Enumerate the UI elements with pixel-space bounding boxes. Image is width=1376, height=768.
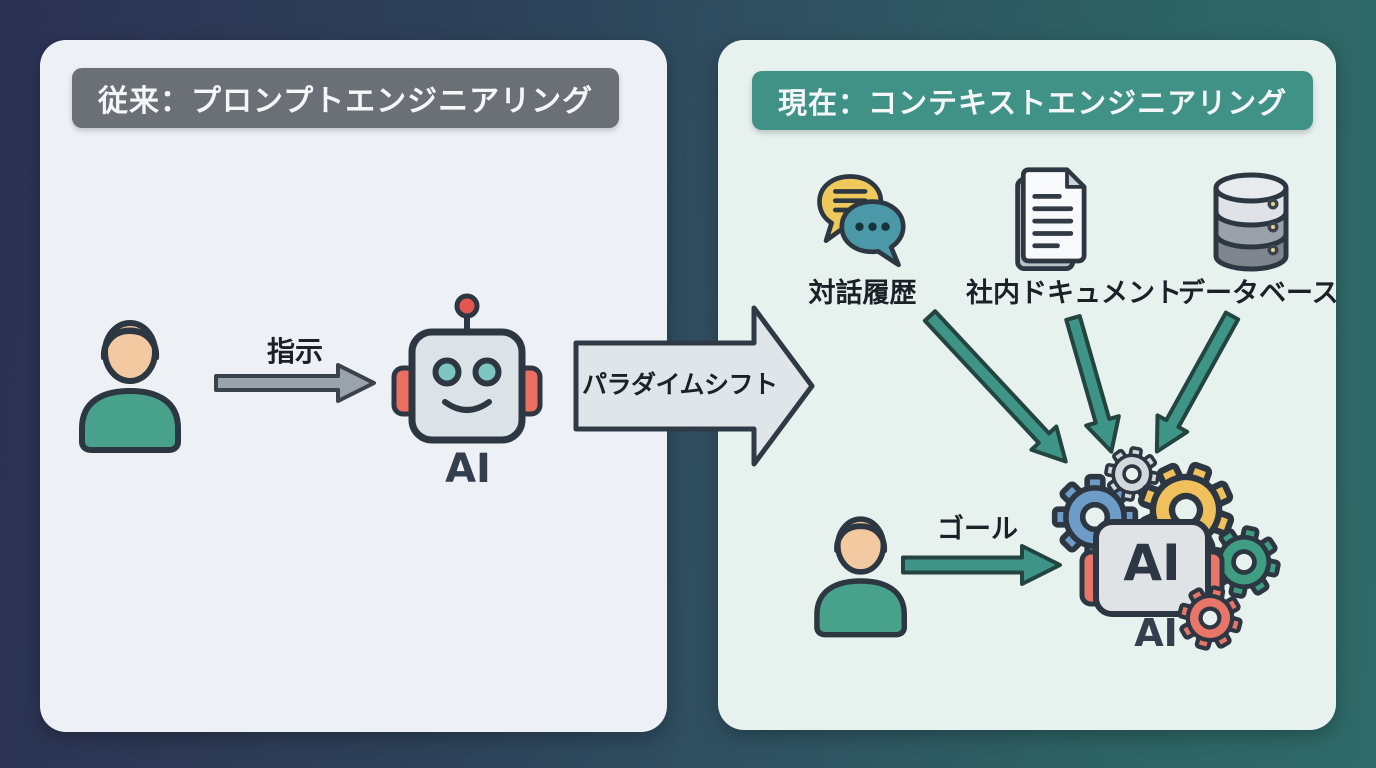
source-label-database: データベース: [1178, 278, 1339, 309]
right-panel-title: 現在：コンテキストエンジニアリング: [752, 71, 1314, 130]
source-label-internal-documents: 社内ドキュメント: [966, 278, 1182, 309]
context-arrow-documents: [1064, 314, 1121, 454]
ai-label-right: AI: [1134, 611, 1178, 655]
goal-arrow-label: ゴール: [937, 514, 1018, 545]
instruction-arrow-label: 指示: [266, 335, 323, 368]
context-arrow-database: [1154, 310, 1241, 454]
left-panel-title: 従来：プロンプトエンジニアリング: [72, 68, 620, 128]
instruction-arrow: [214, 363, 376, 403]
ai-box: [1079, 519, 1225, 617]
database-icon: [1213, 172, 1289, 272]
user-icon-right: [817, 519, 904, 635]
documents-icon: [1015, 167, 1087, 271]
user-icon-left: [82, 323, 178, 450]
ai-box-text: AI: [1123, 534, 1181, 592]
ai-gears-cluster: [1055, 442, 1285, 656]
robot-icon: [391, 293, 543, 444]
paradigm-shift-label: パラダイムシフト: [582, 370, 778, 399]
ai-label-left: AI: [445, 446, 491, 492]
goal-arrow: [901, 544, 1062, 586]
context-arrow-dialog: [922, 309, 1068, 464]
chat-bubbles-icon: [817, 174, 906, 268]
source-label-dialog-history: 対話履歴: [808, 278, 917, 309]
paradigm-shift-arrow: [573, 305, 815, 467]
